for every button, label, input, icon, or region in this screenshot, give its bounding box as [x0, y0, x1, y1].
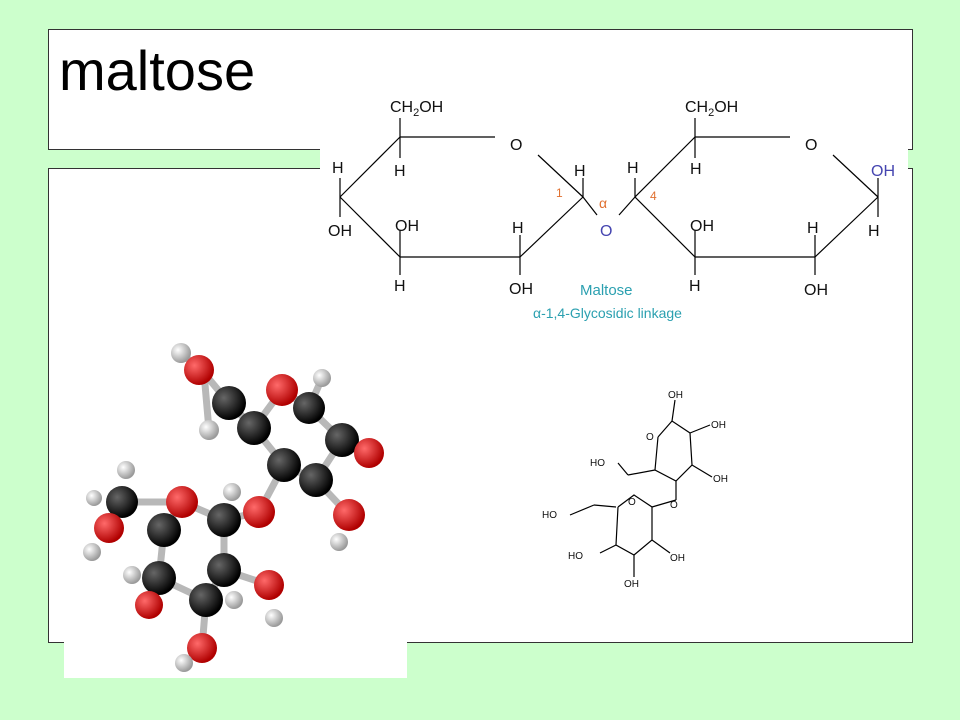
ball-stick-svg	[83, 343, 384, 672]
haworth-diagram: CH2OH O H H H OH OH H H OH 1 α 4 O CH2OH…	[320, 90, 908, 330]
skeletal-svg: OH OH HO O OH O HO O OH HO OH	[542, 390, 728, 590]
skeletal-label-10: HO	[568, 551, 583, 562]
skeletal-label-1: OH	[668, 390, 683, 401]
ring2-c3-h: H	[689, 278, 701, 295]
ring1-ch2oh: CH2OH	[390, 99, 443, 119]
skeletal-structure: OH OH HO O OH O HO O OH HO OH	[530, 385, 760, 595]
linkage-number-4: 4	[650, 189, 657, 203]
ring1-c5-h: H	[394, 163, 406, 180]
ring1-c3-h: H	[394, 278, 406, 295]
alpha-symbol: α	[599, 195, 607, 211]
ring1-c4-h-left: H	[332, 160, 344, 177]
ring1-c3-oh: OH	[395, 218, 419, 235]
ring2-ring-o: O	[805, 137, 817, 154]
ring2-c1-h: H	[868, 223, 880, 240]
ring2-c3-oh: OH	[690, 218, 714, 235]
skeletal-label-7: HO	[542, 510, 557, 521]
ring2-ch2oh: CH2OH	[685, 99, 738, 119]
skeletal-label-3: HO	[590, 458, 605, 469]
ring1-labels: CH2OH O H H H OH OH H H OH	[328, 99, 586, 298]
ring2-c1-oh: OH	[871, 163, 895, 180]
diagram-name: Maltose	[580, 282, 633, 299]
ring2-c4-h: H	[627, 160, 639, 177]
skeletal-label-8: O	[628, 497, 636, 508]
linkage-caption: α-1,4-Glycosidic linkage	[533, 305, 682, 321]
glycosidic-oxygen: O	[600, 223, 612, 240]
ring2-c5-h: H	[690, 161, 702, 178]
skeletal-label-2: OH	[711, 420, 726, 431]
skeletal-label-6: O	[670, 500, 678, 511]
skeletal-bonds	[569, 399, 713, 577]
ring1-c2-oh: OH	[509, 281, 533, 298]
ring1-c4-oh: OH	[328, 223, 352, 240]
skeletal-label-5: OH	[713, 474, 728, 485]
skeletal-label-4: O	[646, 432, 654, 443]
ring1-bonds	[339, 118, 598, 275]
ring1-c1-h: H	[574, 163, 586, 180]
atoms	[83, 343, 384, 672]
skeletal-labels: OH OH HO O OH O HO O OH HO OH	[542, 390, 728, 590]
slide-title: maltose	[59, 39, 256, 102]
ring1-c2-h: H	[512, 220, 524, 237]
ball-and-stick-model	[64, 330, 407, 678]
ring1-ring-o: O	[510, 137, 522, 154]
skeletal-label-11: OH	[624, 579, 639, 590]
ring2-c2-oh: OH	[804, 282, 828, 299]
ring2-labels: CH2OH O H H OH OH H H H OH	[627, 99, 895, 299]
ring2-c2-h: H	[807, 220, 819, 237]
ring2-bonds	[618, 118, 879, 275]
haworth-svg: CH2OH O H H H OH OH H H OH 1 α 4 O CH2OH…	[328, 99, 895, 321]
skeletal-label-9: OH	[670, 553, 685, 564]
linkage-number-1: 1	[556, 186, 563, 200]
